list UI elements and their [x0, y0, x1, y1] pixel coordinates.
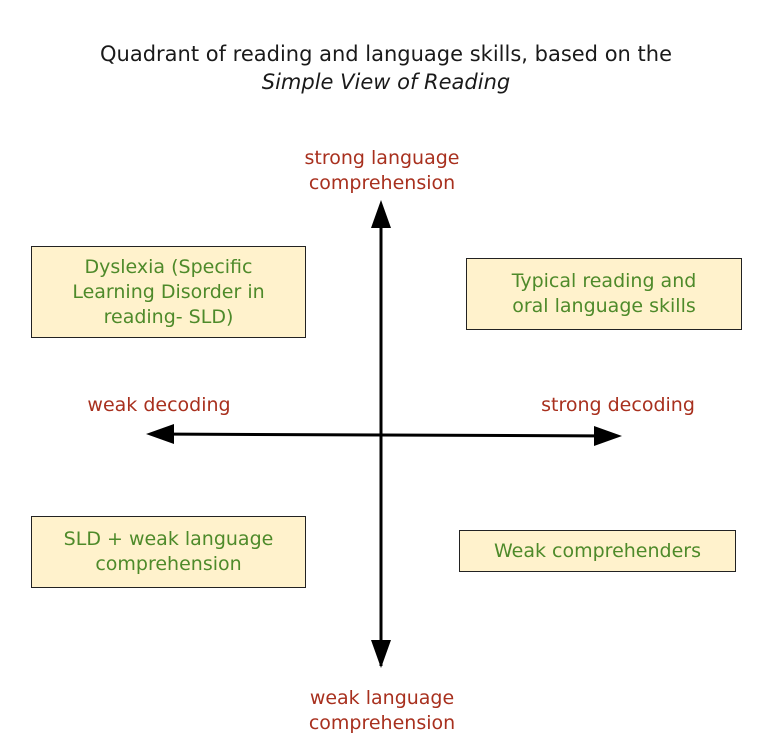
quadrant-box-top-left: Dyslexia (Specific Learning Disorder in … [31, 246, 306, 338]
quadrant-top-right-line2: oral language skills [512, 295, 696, 317]
axis-label-left: weak decoding [87, 394, 231, 416]
quadrant-box-bottom-right: Weak comprehenders [459, 530, 736, 572]
horizontal-axis-line [149, 432, 619, 438]
arrow-down-icon [371, 640, 391, 668]
quadrant-bottom-left-line2: comprehension [95, 553, 242, 575]
axis-label-bottom-line1: weak language [309, 687, 455, 709]
quadrant-top-left-line1: Dyslexia (Specific [84, 255, 253, 278]
quadrant-bottom-left-line1: SLD + weak language [63, 528, 274, 550]
diagram-subtitle: Simple View of Reading [261, 70, 511, 94]
arrow-up-icon [371, 200, 391, 228]
quadrant-top-left-line2: Learning Disorder in [72, 280, 265, 303]
quadrant-top-left-line3: reading- SLD) [103, 305, 234, 328]
quadrant-box-top-right: Typical reading and oral language skills [466, 258, 742, 330]
quadrant-top-right-line1: Typical reading and [511, 270, 697, 292]
axis-label-bottom-line2: comprehension [308, 712, 456, 734]
axis-label-bottom: weak language comprehension [232, 686, 532, 736]
axis-label-top: strong language comprehension [232, 146, 532, 196]
axis-label-right: strong decoding [541, 394, 695, 416]
axis-label-top-line1: strong language [304, 147, 460, 169]
axis-label-top-line2: comprehension [308, 172, 456, 194]
diagram-title: Quadrant of reading and language skills,… [99, 42, 672, 66]
arrow-right-icon [594, 426, 622, 446]
quadrant-bottom-right-line1: Weak comprehenders [493, 539, 701, 562]
quadrant-box-bottom-left: SLD + weak language comprehension [31, 516, 306, 588]
arrow-left-icon [146, 424, 174, 444]
